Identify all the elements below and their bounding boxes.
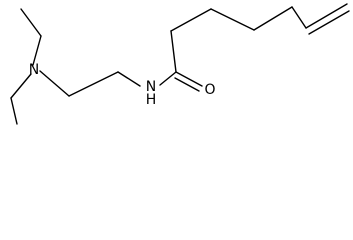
amide-hydrogen-label: H (146, 92, 157, 108)
amide-nitrogen-label: N (146, 79, 156, 95)
bond-c5-c6 (253, 6, 293, 31)
amine-nitrogen-label: N (29, 62, 39, 78)
bond-n-linker1 (39, 70, 70, 97)
bond-ethyl2-ch2-ch3 (10, 97, 18, 125)
bond-nh-carbonyl (159, 71, 177, 86)
bond-c6-c7 (291, 6, 307, 29)
bond-carbonyl-o-a (175, 71, 203, 87)
bond-ethyl1-ch2-n (32, 35, 42, 66)
bond-n-ethyl2-ch2 (10, 73, 32, 99)
bond-linker2-nh (117, 71, 141, 87)
bond-c7-c8-double-b (308, 10, 350, 35)
bond-c7-c8-double-a (305, 3, 348, 29)
bond-linker1-linker2 (68, 71, 119, 97)
bond-ethyl1-ch3-ch2 (20, 8, 42, 37)
bond-c4-c5 (210, 8, 255, 31)
structure-diagram: N N H O (10, 3, 350, 125)
carbonyl-oxygen-label: O (204, 82, 215, 98)
bond-carbonyl-o-b (174, 77, 200, 92)
bond-c3-c4 (170, 8, 212, 32)
bond-c2-c3 (170, 30, 177, 73)
